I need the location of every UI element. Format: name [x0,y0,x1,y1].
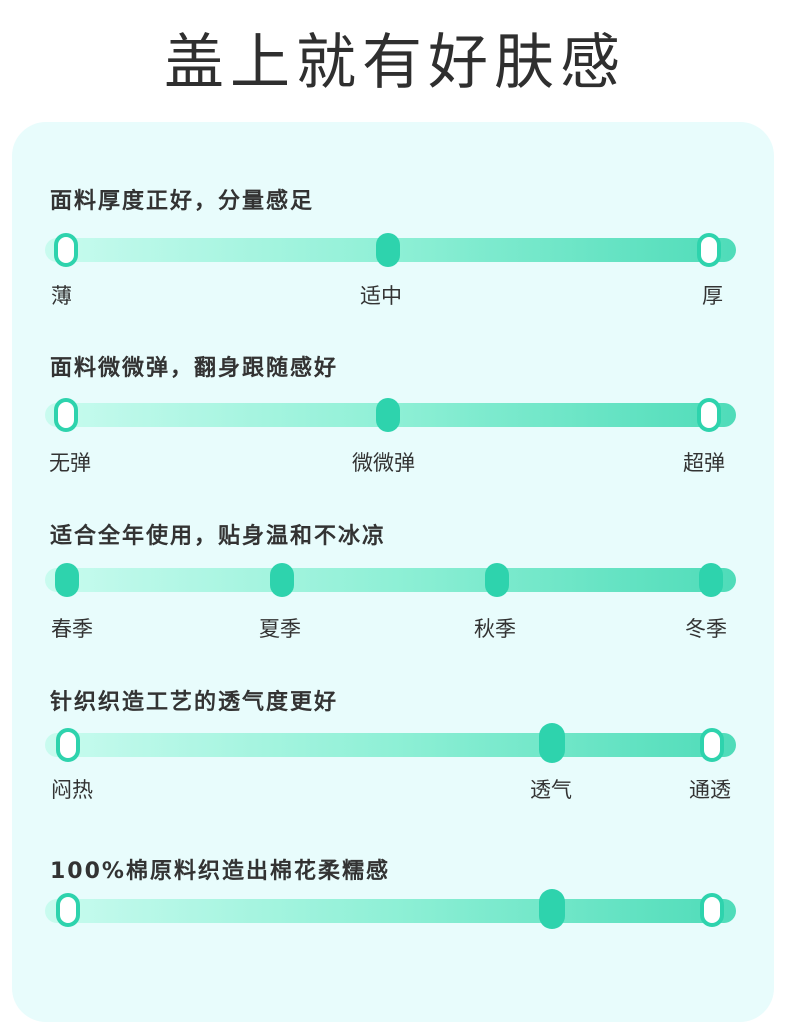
page-title: 盖上就有好肤感 [164,28,626,98]
section-title-thickness: 面料厚度正好，分量感足 [50,189,315,214]
scale-marker-empty [56,728,80,762]
cotton-scale-track [45,899,736,923]
scale-label-autumn: 秋季 [474,617,516,641]
scale-marker-selected [270,563,294,597]
scale-marker-selected [376,398,400,432]
scale-marker-selected [376,233,400,267]
scale-label-winter: 冬季 [685,617,727,641]
scale-marker-empty [697,233,721,267]
scale-marker-selected [539,889,565,929]
scale-marker-selected [699,563,723,597]
scale-marker-empty [56,893,80,927]
scale-marker-selected [485,563,509,597]
scale-label-thick: 厚 [702,284,723,308]
breathability-scale-track [45,733,736,757]
scale-marker-empty [54,398,78,432]
section-title-seasons: 适合全年使用，贴身温和不冰凉 [50,524,387,549]
scale-label-summer: 夏季 [259,617,301,641]
scale-label-thin: 薄 [51,284,72,308]
scale-marker-empty [54,233,78,267]
scale-label-breathable: 透气 [530,778,572,802]
scale-label-no-stretch: 无弹 [49,451,91,475]
scale-marker-selected [55,563,79,597]
scale-label-airy: 通透 [689,778,731,802]
season-scale-track [45,568,736,592]
scale-label-spring: 春季 [51,617,93,641]
scale-marker-empty [700,728,724,762]
scale-label-medium: 适中 [360,284,402,308]
scale-label-slight-stretch: 微微弹 [352,451,415,475]
scale-label-super-stretch: 超弹 [683,451,725,475]
scale-marker-empty [700,893,724,927]
section-title-breathability: 针织织造工艺的透气度更好 [50,690,339,715]
scale-marker-selected [539,723,565,763]
scale-marker-empty [697,398,721,432]
scale-label-stuffy: 闷热 [51,778,93,802]
section-title-elasticity: 面料微微弹，翻身跟随感好 [50,356,339,381]
section-title-cotton: 100%棉原料织造出棉花柔糯感 [50,859,390,884]
